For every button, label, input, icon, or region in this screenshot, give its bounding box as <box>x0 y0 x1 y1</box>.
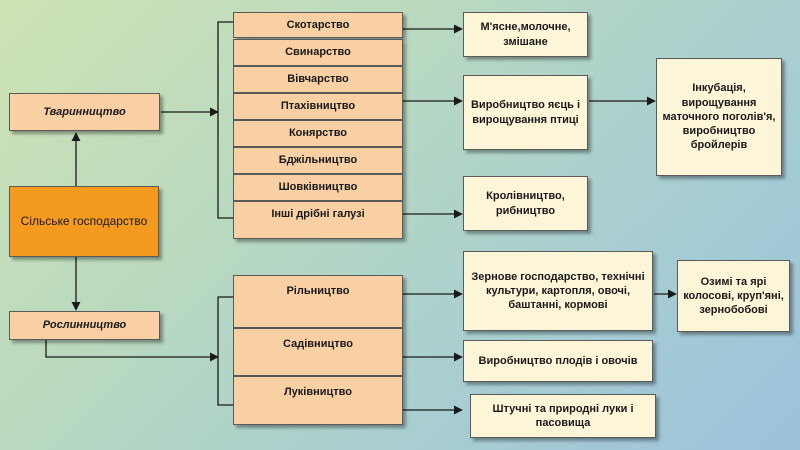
livestock-bracket <box>217 21 233 219</box>
branch-field: Рільництво <box>233 275 403 328</box>
note-poultry: Виробництво яєць і вирощування птиці <box>463 75 588 150</box>
root-node: Сільське господарство <box>9 186 159 257</box>
note-field: Зернове господарство, технічні культури,… <box>463 251 653 331</box>
note-meadow: Штучні та природні луки і пасовища <box>470 394 656 438</box>
branch-horses: Конярство <box>233 120 403 147</box>
branch-sheep: Вівчарство <box>233 66 403 93</box>
branch-minor: Інші дрібні галузі <box>233 201 403 239</box>
note-garden: Виробництво плодів і овочів <box>463 340 653 382</box>
branch-poultry: Птахівництво <box>233 93 403 120</box>
note-cattle: М'ясне,молочне, змішане <box>463 12 588 57</box>
branch-cattle: Скотарство <box>233 12 403 38</box>
branch-pigs: Свинарство <box>233 39 403 66</box>
branch-meadow: Луківництво <box>233 376 403 425</box>
note-incubation: Інкубація, вирощування маточного поголів… <box>656 58 782 176</box>
note-grains: Озимі та ярі колосові, круп'яні, зернобо… <box>677 260 790 332</box>
crops-node: Рослинництво <box>9 311 160 340</box>
note-minor: Кролівництво, рибництво <box>463 176 588 231</box>
branch-bees: Бджільництво <box>233 147 403 174</box>
branch-silk: Шовківництво <box>233 174 403 201</box>
crops-bracket <box>217 296 233 406</box>
livestock-node: Тваринництво <box>9 93 160 131</box>
branch-garden: Садівництво <box>233 328 403 376</box>
crops-to-bracket-arrow <box>45 340 219 362</box>
